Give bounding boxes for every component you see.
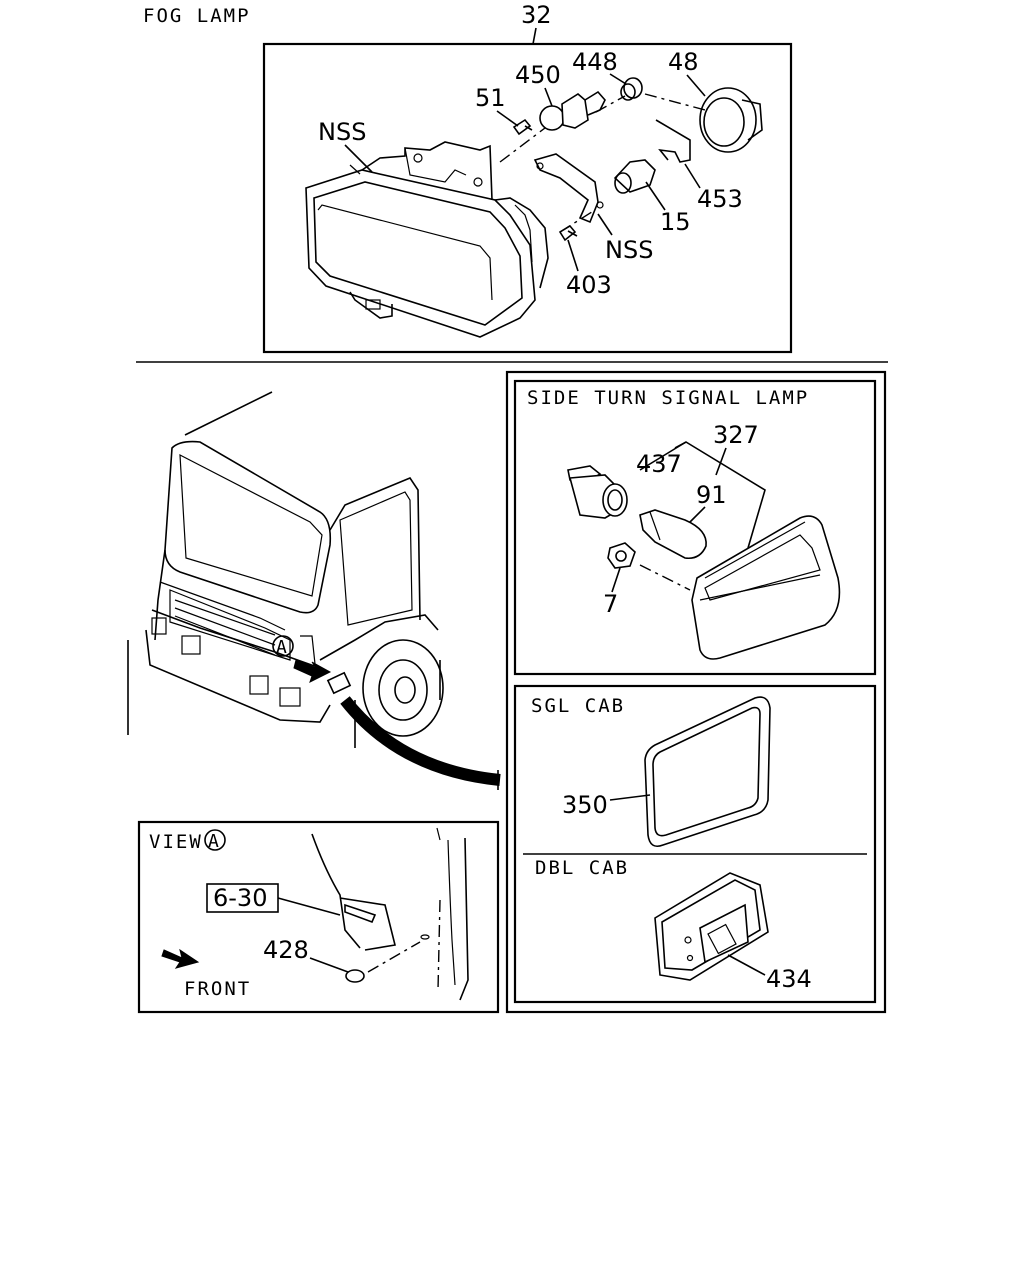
callout-350: 350: [562, 791, 608, 819]
cab-view-marker: A: [276, 637, 287, 658]
fog-lamp-frame: [262, 42, 793, 354]
side-turn-signal-section: SIDE TURN SIGNAL LAMP 327 437: [505, 370, 887, 1014]
callout-428: 428: [263, 936, 309, 964]
lamp-434: [654, 872, 769, 981]
sgl-cab-section: SGL CAB 350: [513, 684, 877, 1004]
fog-lamp-bracket: [533, 153, 599, 224]
view-a-marker-circle: [272, 635, 294, 657]
callout-32: 32: [521, 1, 552, 29]
callout-7: 7: [603, 590, 618, 618]
dbl-cab-section: DBL CAB 434: [535, 857, 812, 993]
fog-lamp-section: FOG LAMP 32: [143, 1, 793, 354]
callout-327: 327: [713, 421, 759, 449]
bulb-450: [539, 90, 606, 131]
front-arrow-icon: [161, 948, 200, 969]
socket-448: [620, 77, 643, 101]
leader-32: [532, 27, 537, 45]
screw-51: [512, 118, 533, 136]
callout-453: 453: [697, 185, 743, 213]
view-a-section: VIEW A 6-30 428 FRONT: [137, 820, 500, 1014]
screw-403: [558, 224, 578, 242]
callout-437: 437: [636, 450, 682, 478]
bulb-15: [613, 159, 656, 194]
side-turn-signal-title: SIDE TURN SIGNAL LAMP: [527, 387, 809, 409]
callout-450: 450: [515, 61, 561, 89]
truck-cab-illustration: A: [127, 391, 501, 790]
view-a-title: VIEW: [149, 831, 203, 853]
nut-7: [607, 542, 636, 569]
socket-437: [567, 465, 628, 519]
callout-nss-right: NSS: [605, 236, 653, 264]
wire-453: [655, 119, 691, 163]
callout-434: 434: [766, 965, 812, 993]
sgl-cab-title: SGL CAB: [531, 695, 625, 717]
bulb-91: [639, 509, 707, 560]
side-turn-lens: [691, 515, 841, 660]
lamp-350: [644, 696, 771, 848]
callout-91: 91: [696, 481, 727, 509]
callout-630: 6-30: [213, 884, 267, 912]
callout-15: 15: [660, 208, 691, 236]
callout-48: 48: [668, 48, 699, 76]
front-label: FRONT: [184, 978, 251, 1000]
callout-403: 403: [566, 271, 612, 299]
fog-lamp-housing: [305, 141, 549, 338]
socket-48: [699, 87, 763, 153]
dbl-cab-title: DBL CAB: [535, 857, 629, 879]
callout-nss-left: NSS: [318, 118, 366, 146]
view-a-marker: A: [208, 831, 219, 852]
fog-lamp-title: FOG LAMP: [143, 5, 251, 27]
callout-51: 51: [475, 84, 506, 112]
callout-448: 448: [572, 48, 618, 76]
plug-428: [345, 969, 365, 983]
